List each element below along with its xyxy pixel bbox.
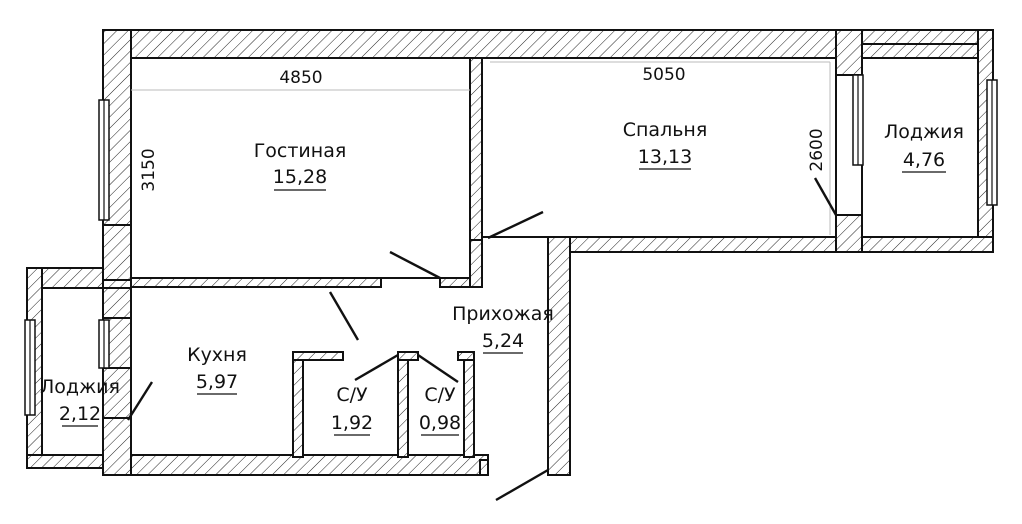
door-loggia-left [126,381,154,421]
door-living [389,250,441,280]
dim-living-height: 3150 [139,148,159,191]
room-loggia-right-area: 4,76 [903,149,945,171]
room-bath-1-name: С/У [336,384,368,406]
room-bedroom-area: 13,13 [638,146,692,168]
door-bath-2 [417,354,459,383]
door-kitchen [328,291,360,341]
room-loggia-right-name: Лоджия [884,121,964,143]
partitions [102,57,483,458]
door-entrance [495,468,549,502]
room-living-name: Гостиная [254,140,347,162]
room-loggia-left-name: Лоджия [40,376,120,398]
door-bedroom [487,210,544,240]
room-loggia-left-area: 2,12 [59,403,101,425]
room-labels: Гостиная 15,28 Спальня 13,13 Лоджия 4,76… [40,119,964,436]
room-hall-name: Прихожая [452,303,554,325]
door-bath-1 [354,353,399,382]
room-kitchen-area: 5,97 [196,371,238,393]
dim-bedroom-height: 2600 [807,128,827,171]
dim-bedroom-width: 5050 [642,65,685,85]
room-bath-2-area: 0,98 [419,412,461,434]
room-kitchen-name: Кухня [187,344,247,366]
room-bath-1-area: 1,92 [331,412,373,434]
door-loggia-right [813,177,838,216]
room-living-area: 15,28 [273,166,327,188]
dimension-labels: 4850 5050 3150 2600 [139,65,827,192]
outer-walls [26,29,994,476]
inner-outlines [41,43,979,456]
windows [24,74,998,416]
room-hall-area: 5,24 [482,330,524,352]
room-bedroom-name: Спальня [623,119,708,141]
dim-living-width: 4850 [279,68,322,88]
doors [126,177,838,502]
room-bath-2-name: С/У [424,384,456,406]
